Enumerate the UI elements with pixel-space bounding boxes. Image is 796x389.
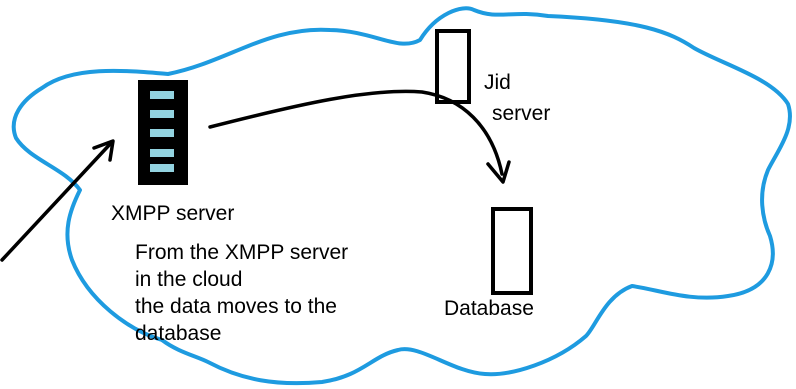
server-slot (150, 110, 174, 118)
incoming-arrow (0, 139, 115, 262)
server-slot (150, 129, 174, 137)
caption-line: the data moves to the (135, 295, 337, 318)
caption-line: in the cloud (135, 268, 243, 291)
data-flow-arrow-head (486, 160, 511, 184)
database-label: Database (444, 297, 534, 320)
data-flow-arrow (208, 89, 511, 184)
xmpp-server-label: XMPP server (111, 202, 235, 225)
caption-line: database (135, 322, 222, 345)
data-flow-arrow-shaft (208, 89, 504, 176)
jid-server-label-line1: Jid (484, 71, 511, 94)
jid-server-box-icon (435, 29, 471, 104)
incoming-arrow-head (92, 139, 115, 162)
server-slot (150, 164, 174, 172)
database-box-icon (491, 207, 533, 295)
xmpp-server-icon (138, 80, 188, 185)
server-slot (150, 91, 174, 99)
cloud-outline (11, 6, 792, 386)
caption-text: From the XMPP server in the cloud the da… (135, 239, 348, 347)
incoming-arrow-shaft (0, 140, 114, 262)
server-slot (150, 149, 174, 157)
jid-server-label-line2: server (492, 102, 551, 125)
caption-line: From the XMPP server (135, 241, 349, 264)
